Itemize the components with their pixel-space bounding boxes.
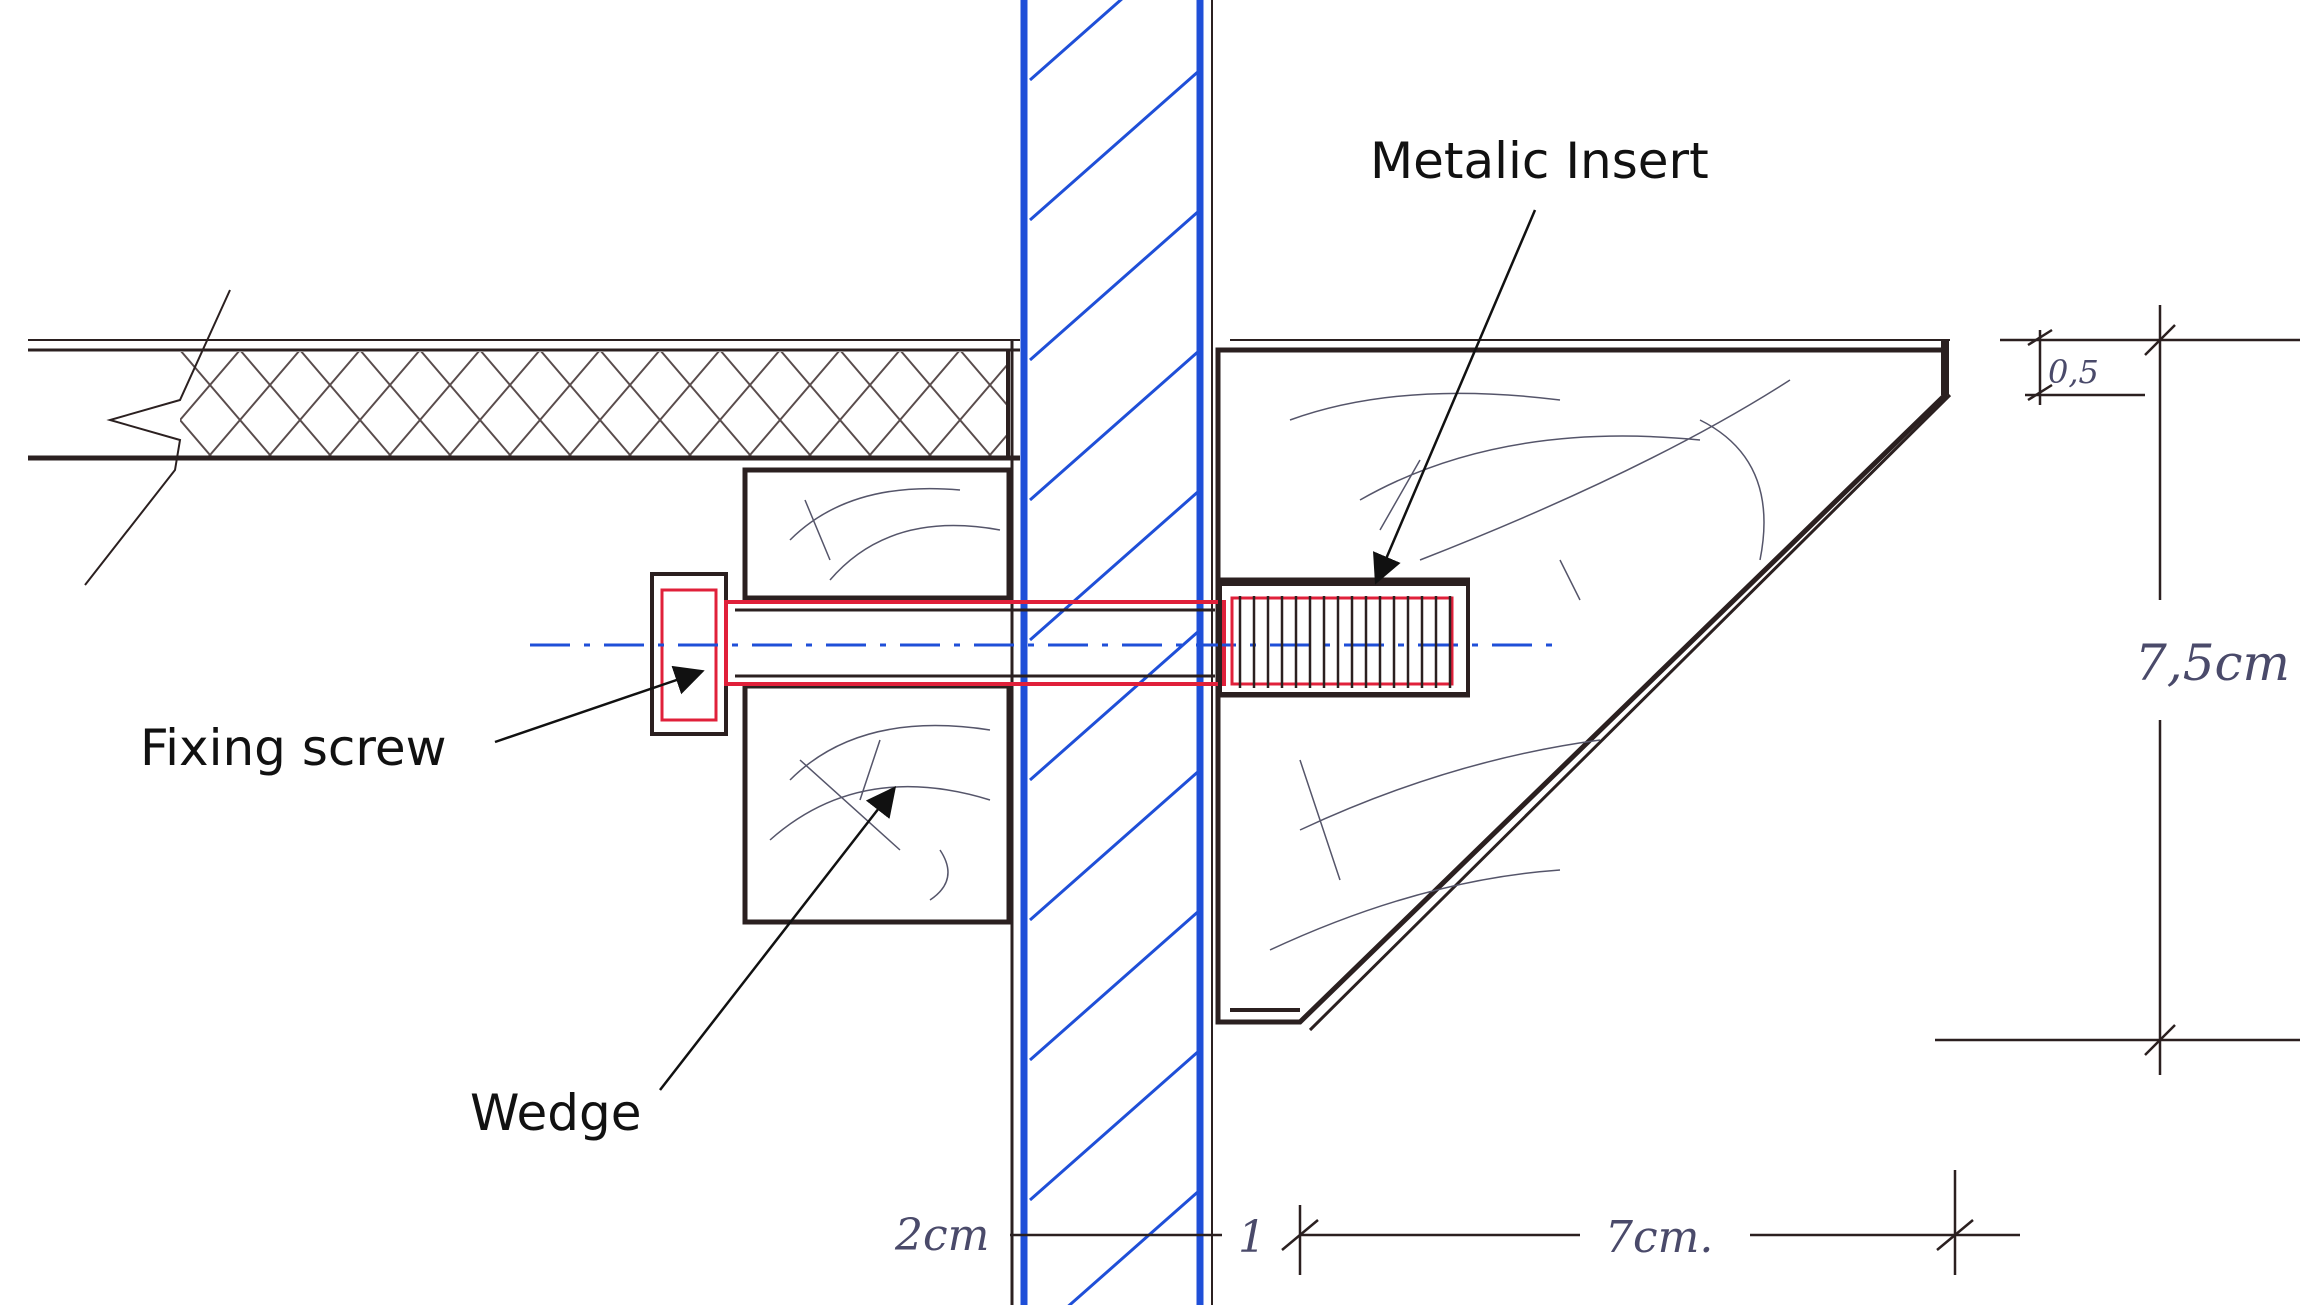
dimension-lines [1010, 305, 2300, 1275]
plate-thickness-dimension: 0,5 [2048, 353, 2099, 391]
bracket-height-dimension: 7,5cm [2135, 634, 2290, 692]
gap-right-dimension: 1 [1238, 1212, 1266, 1263]
fixing-screw [530, 572, 1560, 736]
gap-left-dimension: 2cm [894, 1210, 989, 1261]
bracket-depth-dimension: 7cm. [1605, 1212, 1713, 1263]
fixing-screw-leader [494, 665, 705, 744]
metalic-insert-label: Metalic Insert [1370, 132, 1709, 190]
wedge-blocks [742, 467, 1012, 925]
wedge-label: Wedge [470, 1084, 642, 1142]
fixing-screw-label: Fixing screw [140, 719, 446, 777]
right-bracket [1215, 339, 1952, 1032]
break-line [84, 289, 231, 586]
metallic-insert [1218, 582, 1470, 696]
wedge-leader [659, 786, 897, 1091]
central-post [1010, 0, 1213, 1305]
left-slab [28, 289, 1020, 586]
metalic-insert-leader [1373, 209, 1537, 585]
leader-arrows [494, 209, 1537, 1091]
